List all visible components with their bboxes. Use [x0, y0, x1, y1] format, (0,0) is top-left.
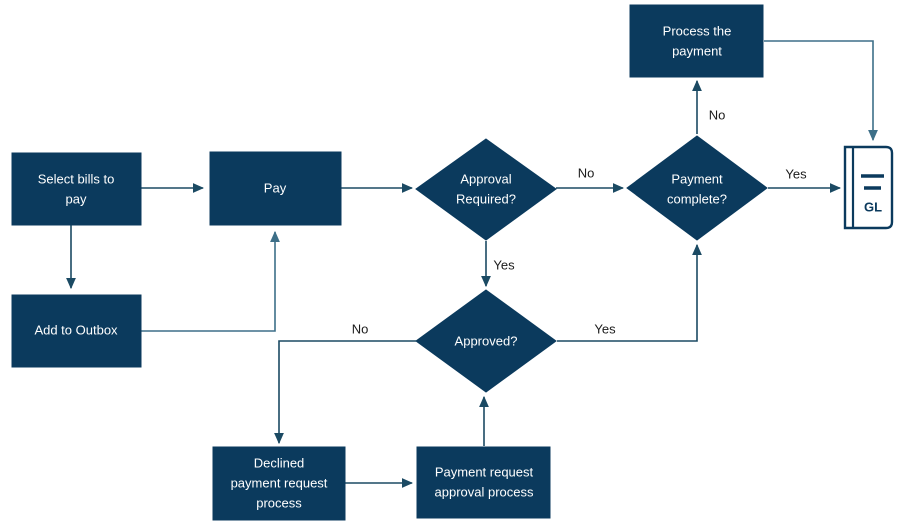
edge-label-approved-yes: Yes — [594, 321, 616, 336]
node-process-the-payment-label-line2: payment — [672, 43, 722, 58]
node-approval-required-shape — [415, 138, 557, 241]
node-payment-complete[interactable]: Payment complete? — [626, 135, 768, 241]
node-process-the-payment[interactable]: Process the payment — [629, 4, 764, 78]
edge-approved-yes — [557, 243, 702, 342]
edge-label-approval-required-yes: Yes — [493, 257, 515, 272]
node-general-ledger[interactable]: GL — [843, 145, 894, 230]
node-approved[interactable]: Approved? — [415, 289, 557, 393]
node-add-to-outbox[interactable]: Add to Outbox — [11, 294, 142, 368]
node-payment-request-approval-process-label-line1: Payment request — [435, 464, 534, 479]
node-pay-label-line1: Pay — [264, 180, 287, 195]
node-declined-payment-request-process[interactable]: Declined payment request process — [212, 446, 346, 521]
edge-outbox-to-pay — [141, 230, 280, 332]
node-pay-shape — [209, 151, 342, 226]
node-approval-required[interactable]: Approval Required? — [415, 138, 557, 241]
edge-label-payment-complete-yes: Yes — [785, 166, 807, 181]
node-process-the-payment-shape — [629, 4, 764, 78]
edge-label-payment-complete-no: No — [709, 107, 726, 122]
node-declined-payment-request-process-label-line2: payment request — [231, 475, 328, 490]
node-select-bills-to-pay-label-line2: pay — [66, 191, 87, 206]
ledger-icon — [843, 145, 894, 230]
node-general-ledger-label: GL — [864, 199, 882, 214]
node-approval-required-label-line1: Approval — [460, 171, 511, 186]
node-payment-request-approval-process-label-line2: approval process — [435, 484, 534, 499]
node-payment-request-approval-process[interactable]: Payment request approval process — [416, 446, 551, 519]
node-process-the-payment-label-line1: Process the — [663, 23, 732, 38]
node-payment-request-approval-process-shape — [416, 446, 551, 519]
node-declined-payment-request-process-label-line3: process — [256, 495, 302, 510]
node-approved-shape — [415, 289, 557, 393]
edge-approved-no — [274, 340, 416, 445]
node-declined-payment-request-process-label-line1: Declined — [254, 455, 305, 470]
node-declined-payment-request-process-shape — [212, 446, 346, 521]
node-pay[interactable]: Pay — [209, 151, 342, 226]
node-payment-complete-label-line2: complete? — [667, 191, 727, 206]
node-add-to-outbox-shape — [11, 294, 142, 368]
node-select-bills-to-pay-shape — [11, 152, 142, 226]
node-select-bills-to-pay-label-line1: Select bills to — [38, 171, 115, 186]
edge-label-approval-required-no: No — [578, 165, 595, 180]
node-select-bills-to-pay[interactable]: Select bills to pay — [11, 152, 142, 226]
node-payment-complete-label-line1: Payment — [671, 171, 723, 186]
node-approval-required-label-line2: Required? — [456, 191, 516, 206]
edge-process-payment-to-gl — [764, 40, 878, 142]
node-approved-label-line1: Approved? — [455, 333, 518, 348]
node-add-to-outbox-label-line1: Add to Outbox — [34, 322, 118, 337]
edge-label-approved-no: No — [352, 321, 369, 336]
node-payment-complete-shape — [626, 135, 768, 241]
